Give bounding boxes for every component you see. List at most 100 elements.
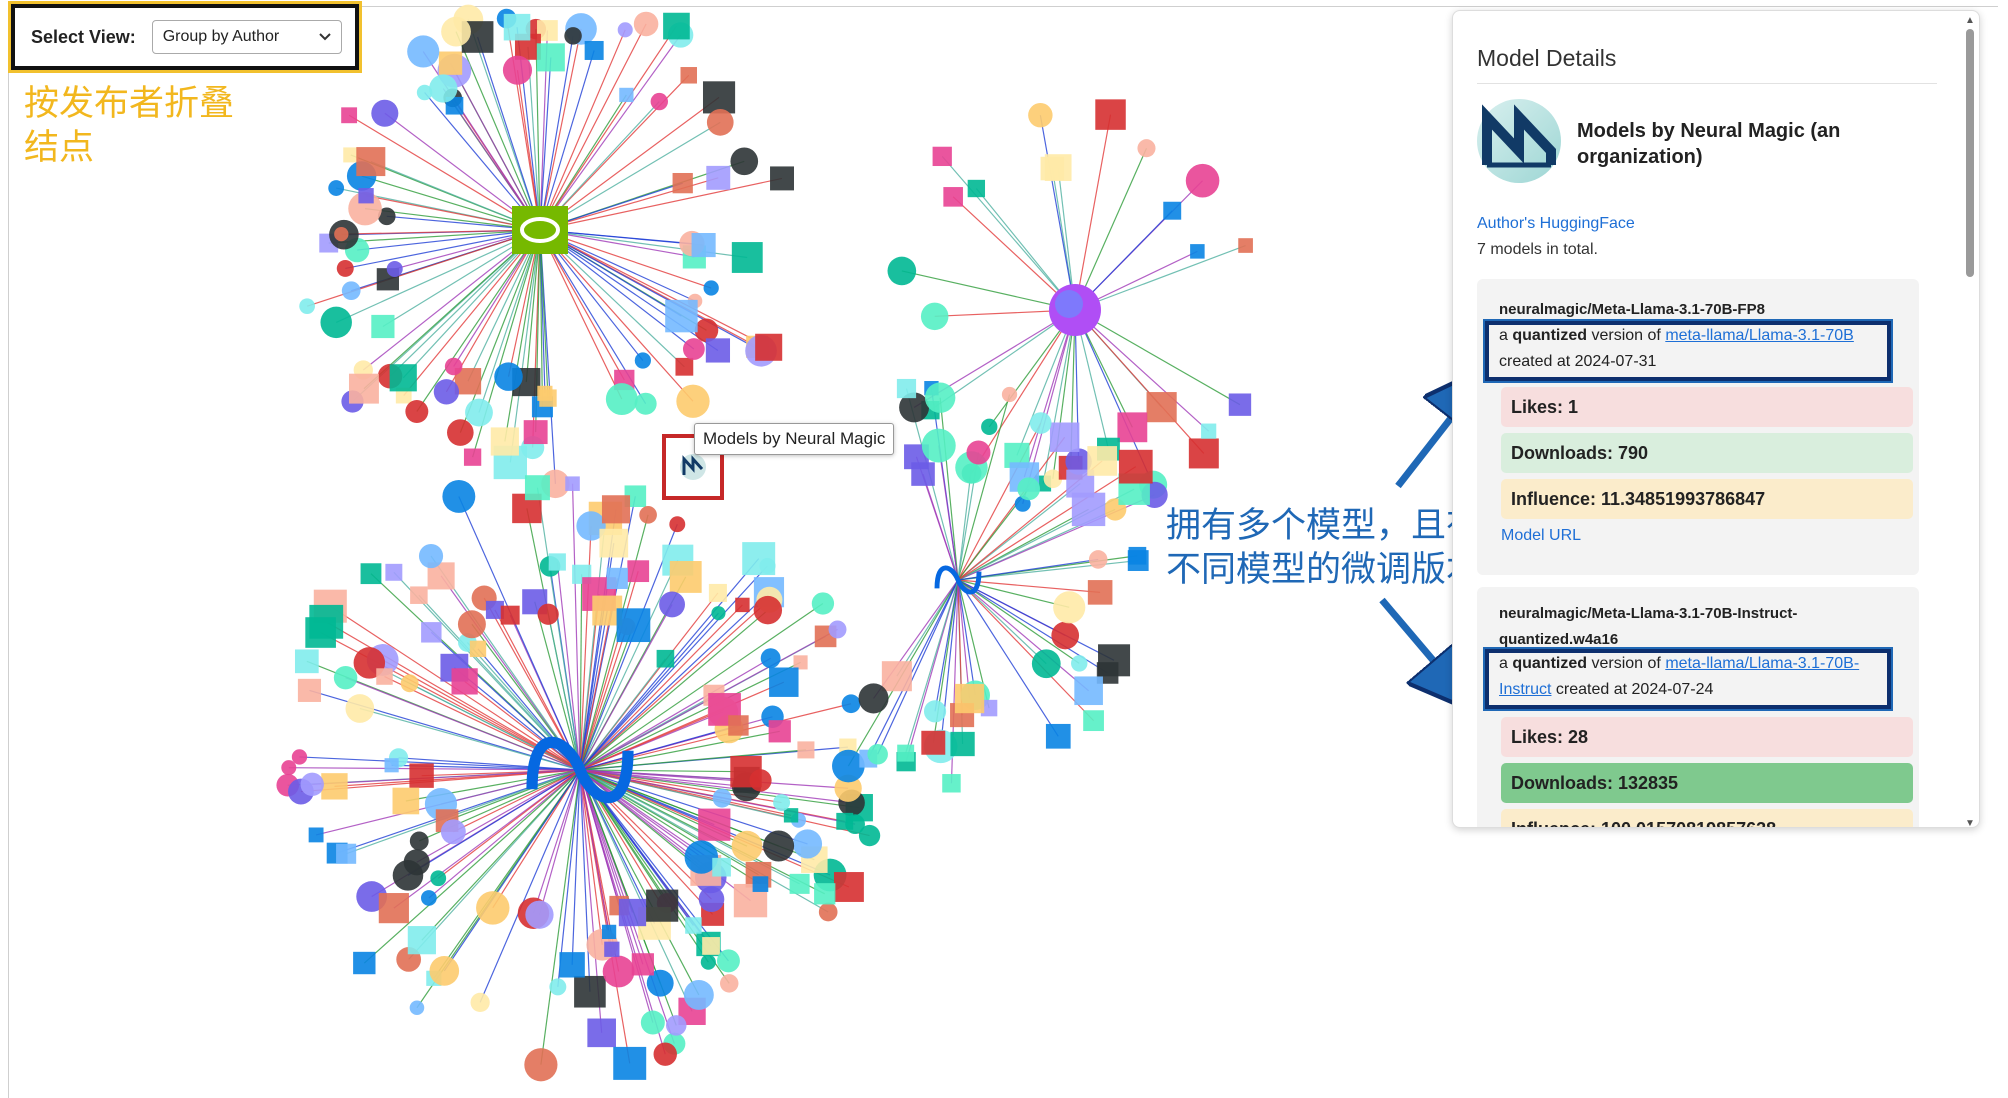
graph-node (602, 955, 635, 988)
graph-edge (579, 591, 770, 771)
neural-magic-node-highlight (662, 434, 724, 500)
graph-edge (402, 229, 541, 379)
neural-magic-logo-icon (1477, 99, 1561, 183)
graph-node (950, 731, 975, 757)
model-kind: quantized (1512, 655, 1588, 672)
author-huggingface-link[interactable]: Author's HuggingFace (1477, 215, 1635, 232)
model-created: created at 2024-07-31 (1499, 353, 1657, 370)
graph-node (1087, 446, 1118, 476)
graph-edge (957, 558, 1099, 581)
graph-node (834, 774, 862, 802)
graph-node (672, 172, 693, 194)
graph-edge (539, 229, 762, 352)
scroll-up-arrow-icon[interactable]: ▲ (1965, 15, 1975, 26)
graph-node (463, 448, 482, 466)
graph-node (469, 640, 487, 658)
graph-node (797, 741, 815, 759)
graph-edge (957, 467, 973, 581)
graph-node (1188, 438, 1219, 469)
graph-edge (363, 229, 541, 390)
base-model-link[interactable]: meta-llama/Llama-3.1-70B-Instruct (1499, 655, 1860, 698)
graph-node (627, 560, 650, 583)
graph-node (954, 683, 985, 714)
graph-node (356, 147, 386, 177)
graph-node (845, 814, 865, 834)
graph-node (832, 749, 865, 783)
graph-node (418, 543, 444, 569)
graph-node (1163, 201, 1182, 220)
graph-node (708, 583, 727, 602)
graph-edge (539, 229, 694, 402)
graph-node (841, 694, 861, 714)
graph-edge (539, 57, 552, 231)
view-select-dropdown[interactable]: Group by Author (151, 20, 342, 54)
graph-node (291, 749, 308, 765)
base-model-link[interactable]: meta-llama/Llama-3.1-70B (1665, 327, 1854, 344)
graph-edge (579, 523, 678, 771)
graph-node (896, 378, 917, 399)
graph-node (698, 886, 725, 912)
graph-node (768, 720, 791, 743)
graph-node (1095, 99, 1126, 130)
model-graph[interactable] (0, 0, 1460, 1098)
graph-node (389, 364, 417, 392)
scroll-down-arrow-icon[interactable]: ▼ (1965, 818, 1975, 828)
graph-node (676, 384, 710, 418)
model-name: neuralmagic/Meta-Llama-3.1-70B-FP8 (1499, 301, 1765, 318)
graph-node (712, 788, 732, 808)
graph-node (763, 830, 795, 862)
model-url-link[interactable]: Model URL (1501, 527, 1582, 544)
graph-node (605, 383, 638, 416)
model-desc-version-text: version of (1591, 327, 1661, 344)
graph-edge (370, 161, 541, 231)
graph-edge (348, 114, 541, 231)
graph-edge (579, 769, 644, 965)
graph-node (634, 392, 657, 415)
graph-node (656, 649, 675, 668)
graph-edge (579, 769, 747, 773)
graph-edge (922, 473, 959, 581)
graph-edge (579, 769, 808, 845)
graph-edge (492, 769, 581, 909)
graph-node (1053, 591, 1086, 624)
collapse-note-line1: 按发布者折叠 (24, 84, 235, 124)
panel-scrollbar[interactable]: ▲ ▼ (1963, 15, 1977, 828)
graph-node (675, 357, 694, 376)
graph-node (613, 1046, 647, 1080)
graph-node (584, 40, 604, 60)
chevron-down-icon (319, 28, 331, 46)
graph-node (818, 902, 838, 922)
graph-node (297, 678, 322, 702)
graph-edge (384, 676, 581, 771)
graph-node (814, 883, 836, 905)
graph-edge (539, 50, 595, 231)
graph-edge (579, 661, 801, 771)
graph-node (719, 974, 739, 993)
graph-edge (464, 680, 581, 771)
graph-node (706, 165, 731, 190)
graph-edge (901, 270, 1076, 311)
graph-node (442, 479, 476, 513)
scroll-thumb[interactable] (1966, 29, 1974, 277)
graph-node (601, 924, 617, 940)
graph-node (405, 400, 429, 423)
graph-node (601, 495, 631, 524)
graph-edge (877, 579, 959, 755)
graph-node (811, 592, 835, 615)
graph-node (549, 978, 567, 996)
graph-node (485, 600, 504, 619)
graph-node (694, 318, 719, 343)
graph-node (1146, 392, 1177, 423)
graph-node (1087, 580, 1113, 605)
graph-node (371, 314, 395, 339)
graph-edge (540, 769, 581, 1065)
graph-edge (579, 571, 639, 771)
graph-node (539, 389, 557, 407)
graph-edge (579, 769, 613, 950)
graph-edge (437, 769, 581, 879)
graph-node (1031, 649, 1061, 679)
graph-node (617, 22, 633, 38)
graph-node (619, 87, 634, 103)
graph-node (911, 462, 935, 486)
meta-logo-icon (526, 736, 634, 804)
